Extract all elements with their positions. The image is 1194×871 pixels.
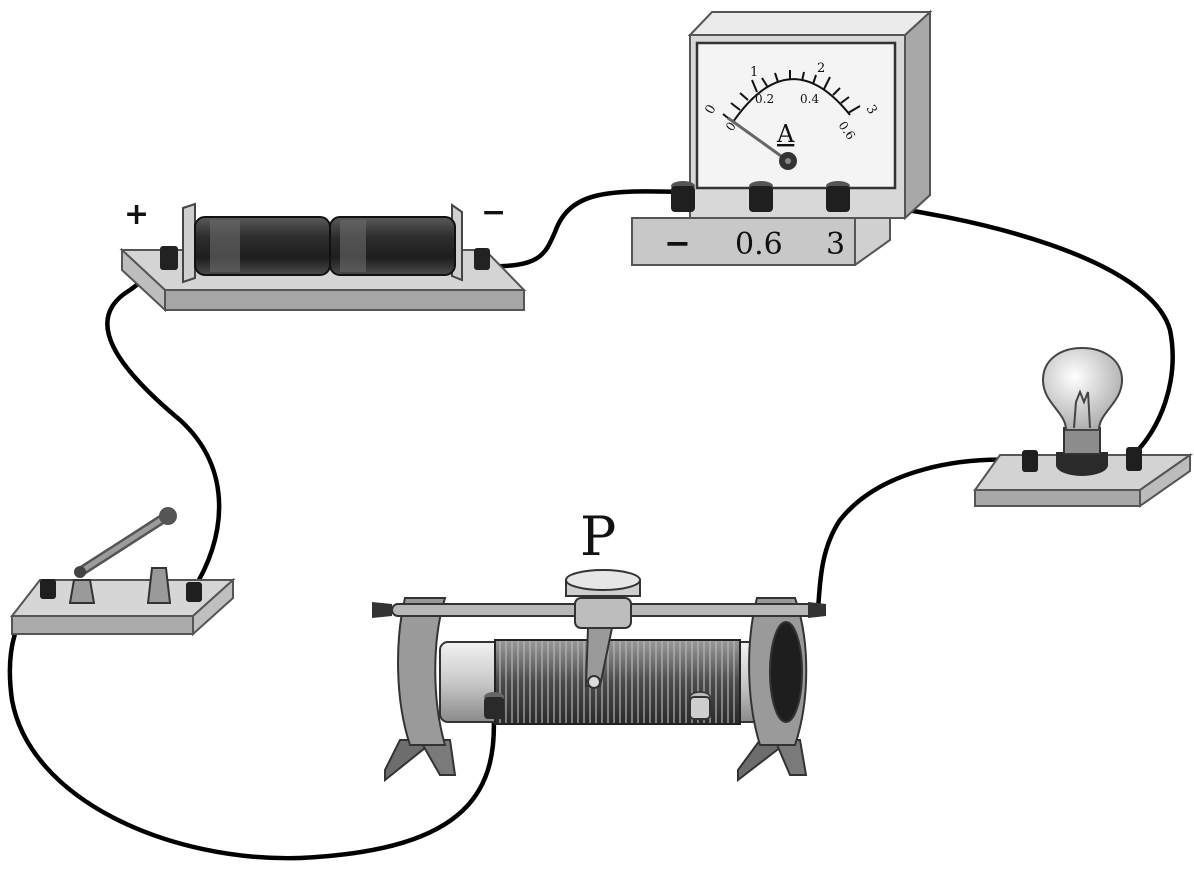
ammeter-pointer <box>727 116 789 163</box>
bulb-glass <box>1041 346 1124 431</box>
rheostat-terminal-bottom-right[interactable] <box>689 691 711 720</box>
bulb-terminal-right[interactable] <box>1126 447 1142 471</box>
ammeter-lower-scale-2: 0.4 <box>800 92 819 106</box>
ammeter-upper-scale-1: 1 <box>750 65 758 80</box>
battery-end-plate-left <box>182 202 196 284</box>
rheostat-slider-p[interactable] <box>565 569 641 689</box>
ammeter-unit-symbol: A <box>776 120 795 148</box>
switch-handle-knob[interactable] <box>159 507 177 525</box>
wire-rheostat-to-switch[interactable] <box>7 587 497 861</box>
switch-terminal-right[interactable] <box>186 582 202 602</box>
rheostat-slider-label: P <box>580 505 616 568</box>
ammeter-terminal-3[interactable] <box>826 181 850 212</box>
bulb-terminal-left[interactable] <box>1022 450 1038 472</box>
wires <box>7 189 1175 861</box>
wire-bulb-to-rheostat[interactable] <box>815 457 1033 613</box>
battery-terminal-negative[interactable] <box>474 248 490 270</box>
switch-terminal-left[interactable] <box>40 579 56 599</box>
rheostat-terminal-bottom-left[interactable] <box>484 692 504 719</box>
ammeter-label-0.6: 0.6 <box>735 227 783 262</box>
light-bulb[interactable] <box>973 346 1194 508</box>
rheostat-end-left <box>397 597 447 746</box>
switch-hinge-post <box>68 579 96 604</box>
battery-positive-sign: + <box>124 197 149 232</box>
ammeter-terminal-minus[interactable] <box>671 181 695 212</box>
battery-terminal-positive[interactable] <box>160 246 178 270</box>
knife-switch[interactable] <box>9 507 236 637</box>
ammeter-dial-face <box>695 41 897 190</box>
battery-holder[interactable]: + − <box>119 195 527 313</box>
battery-negative-sign: − <box>481 195 506 230</box>
bulb-filament <box>1073 389 1091 429</box>
ammeter-upper-scale-2: 2 <box>817 61 825 76</box>
rheostat-rod-end-knob-left <box>372 602 392 618</box>
ammeter-terminal-0.6[interactable] <box>749 181 773 212</box>
wire-ammeter-to-bulb[interactable] <box>835 198 1175 458</box>
ammeter-label-minus: − <box>664 224 691 262</box>
ammeter-lower-scale-1: 0.2 <box>755 92 774 106</box>
rheostat[interactable]: P <box>372 505 826 783</box>
ammeter-label-3: 3 <box>826 227 845 262</box>
rheostat-terminal-rod-right[interactable] <box>808 602 826 618</box>
ammeter[interactable]: 0 1 2 3 0 0.2 0.4 0.6 A − 0.6 3 <box>631 9 933 266</box>
switch-contact-post <box>146 567 172 604</box>
wire-battery-to-ammeter[interactable] <box>481 189 686 269</box>
